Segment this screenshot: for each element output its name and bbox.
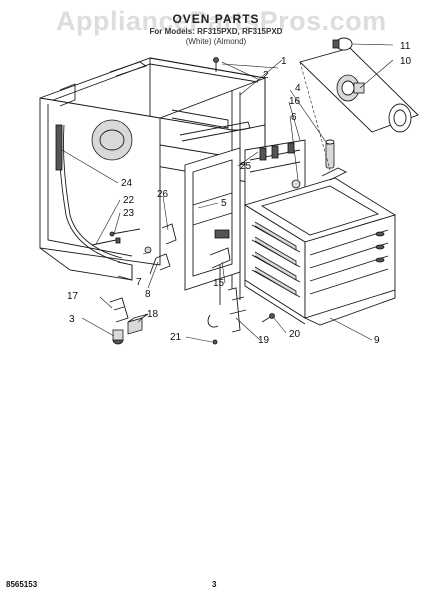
light-assembly-inset xyxy=(299,37,419,171)
callout-24: 24 xyxy=(121,178,133,189)
bottom-left-parts xyxy=(109,297,149,345)
document-number: 8565153 xyxy=(6,580,38,589)
callout-21: 21 xyxy=(170,332,182,343)
temperature-sensor xyxy=(321,139,348,181)
callout-5: 5 xyxy=(221,198,227,209)
callout-2: 2 xyxy=(263,70,269,81)
callout-25: 25 xyxy=(240,161,252,172)
page-number: 3 xyxy=(212,580,217,589)
callout-3: 3 xyxy=(69,314,75,325)
callout-6: 6 xyxy=(291,112,297,123)
callout-19: 19 xyxy=(258,335,270,346)
screw-top xyxy=(213,57,219,72)
wire-harness xyxy=(55,124,123,263)
color-variants: (White) (Almond) xyxy=(185,37,247,46)
callout-4: 4 xyxy=(295,83,301,94)
callout-26: 26 xyxy=(157,189,169,200)
callout-23: 23 xyxy=(123,208,135,219)
callout-10: 10 xyxy=(400,56,412,67)
watermark: AppliancePartsPros.com xyxy=(56,6,387,36)
leader-lines xyxy=(61,43,394,343)
callout-8: 8 xyxy=(145,289,151,300)
callout-22: 22 xyxy=(123,195,135,206)
callout-15: 15 xyxy=(213,278,225,289)
callout-18: 18 xyxy=(147,309,159,320)
oven-cavity xyxy=(243,177,397,326)
callout-1: 1 xyxy=(281,56,287,67)
callout-17: 17 xyxy=(67,291,79,302)
diagram-title: OVEN PARTS xyxy=(172,12,260,26)
bottom-center-parts xyxy=(207,247,275,345)
callout-11: 11 xyxy=(400,41,411,52)
callouts: 1 2 3 4 5 6 7 8 9 10 11 15 16 17 18 19 2… xyxy=(67,41,412,346)
callout-9: 9 xyxy=(374,335,380,346)
callout-16: 16 xyxy=(289,96,301,107)
callout-7: 7 xyxy=(136,277,142,288)
callout-20: 20 xyxy=(289,329,301,340)
door-frame xyxy=(184,147,241,291)
model-numbers: For Models: RF315PXD, RF315PXD xyxy=(149,27,283,36)
hinge-hardware xyxy=(91,223,177,275)
